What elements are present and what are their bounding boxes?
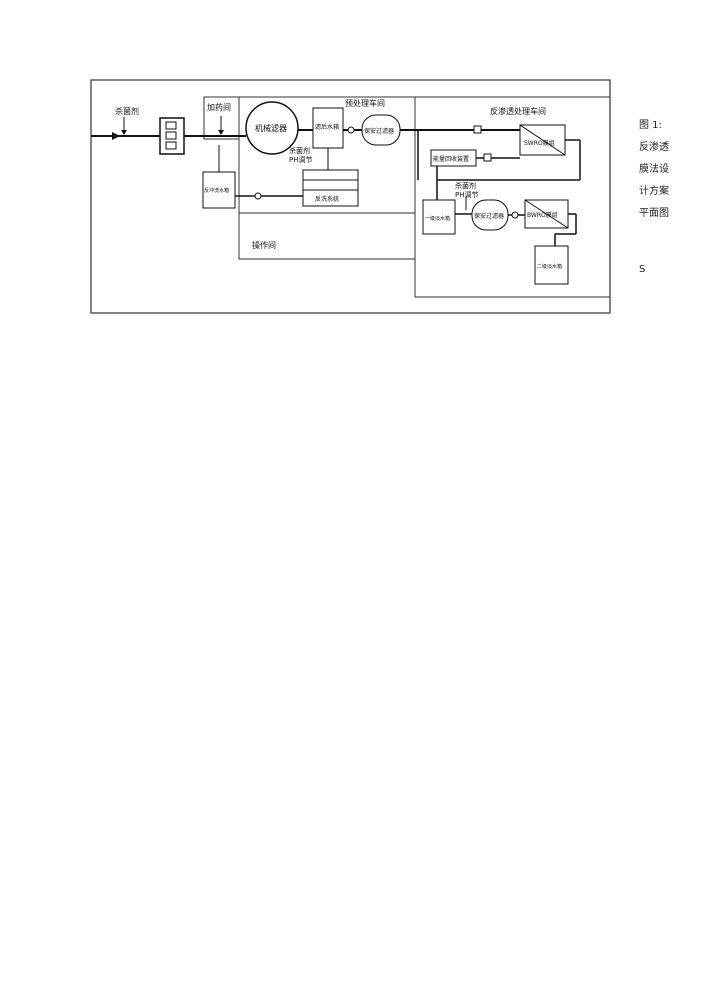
- ro-area: [414, 96, 611, 298]
- label-primary-tank: 一级淡水箱: [425, 215, 450, 222]
- label-security-filter-2: 保安过滤器: [474, 212, 504, 220]
- label-bwro-module: BWRO膜组: [527, 211, 558, 219]
- caption-line-4: 计方案: [639, 186, 669, 197]
- swro-diagonal: [519, 124, 566, 156]
- bwro-diagonal: [524, 199, 569, 229]
- caption-line-1: 图 1:: [639, 120, 662, 131]
- label-ph-adjust-2: PH调节: [455, 190, 479, 199]
- secondary-tank: [534, 245, 569, 285]
- intake-arrow: [112, 132, 120, 140]
- hp-pump-2: [483, 153, 492, 162]
- label-ph-adjust: PH调节: [289, 155, 313, 164]
- label-swro-module: SWRO膜组: [524, 139, 555, 147]
- valve-1: [347, 126, 355, 134]
- caption-line-6: S: [639, 264, 646, 275]
- label-disinfectant-ph: 杀菌剂: [289, 146, 310, 155]
- caption-line-5: 平面图: [639, 208, 669, 219]
- valve-2: [254, 192, 262, 200]
- label-disinfectant-in: 杀菌剂: [115, 106, 139, 116]
- label-backwash-tank: 反冲洗水箱: [204, 187, 229, 194]
- label-energy-recovery: 能量回收装置: [433, 155, 469, 163]
- label-backwash-system: 反洗系统: [315, 195, 339, 203]
- label-pretreatment: 预处理车间: [345, 98, 385, 108]
- label-operation-room: 操作间: [252, 240, 276, 250]
- caption-line-3: 膜法设: [639, 164, 669, 175]
- valve-3: [511, 211, 519, 219]
- dosing-arrow-head: [218, 130, 224, 135]
- disinfectant-arrow-head: [121, 130, 127, 135]
- label-mechanical-filter: 机械滤器: [255, 123, 287, 133]
- label-secondary-tank: 二级淡水箱: [537, 263, 562, 270]
- backwash-tank: [202, 171, 236, 209]
- mechanical-filter: [245, 101, 299, 155]
- pump-unit-3: [165, 141, 177, 150]
- primary-tank: [422, 199, 456, 235]
- filtered-water-tank: [312, 107, 344, 149]
- label-security-filter-1: 保安过滤器: [364, 127, 394, 135]
- hp-pump-1: [473, 125, 482, 134]
- backwash-system: [302, 169, 359, 207]
- pump-unit-2: [165, 131, 177, 140]
- label-water-tank-1: 滤后水箱: [315, 123, 339, 131]
- caption-line-2: 反渗透: [639, 142, 669, 153]
- label-disinfectant-2: 杀菌剂: [455, 181, 476, 190]
- label-ro-workshop: 反渗透处理车间: [490, 106, 546, 116]
- label-dosing-room: 加药间: [207, 102, 231, 112]
- pump-unit-1: [165, 121, 177, 130]
